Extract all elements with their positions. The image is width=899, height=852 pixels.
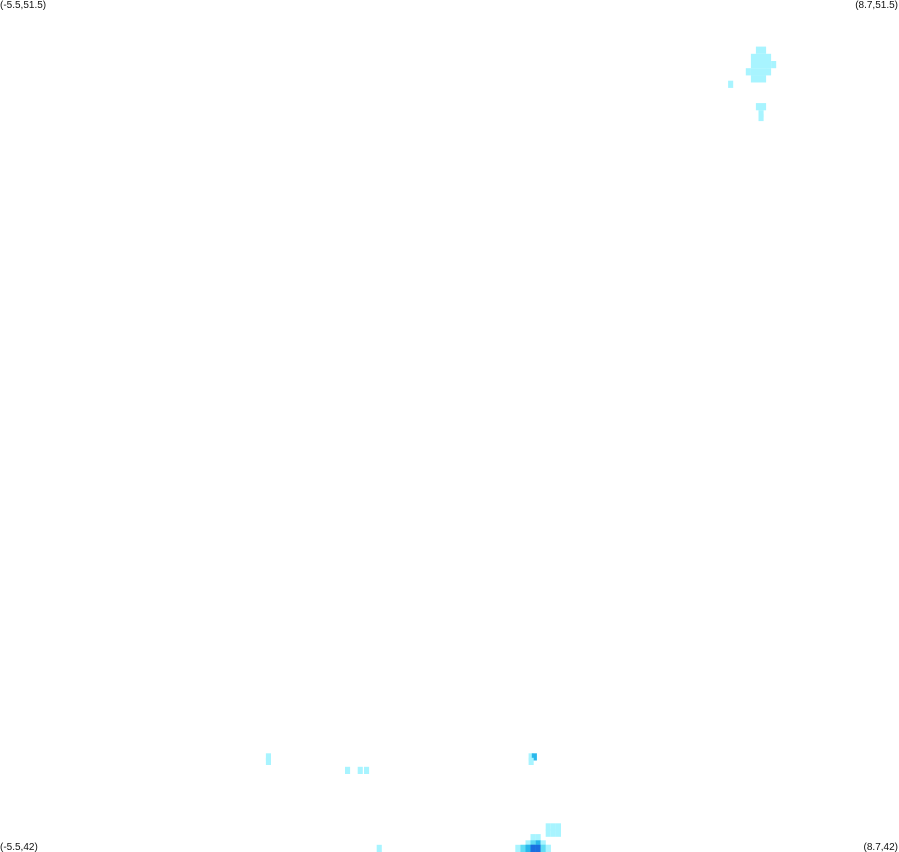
heat-cell [525,840,531,848]
heat-cell [530,844,536,852]
corner-label-bottom-left: (-5.5,42) [0,842,38,852]
heat-cell [550,829,556,837]
heat-cell [750,75,756,83]
heat-cell [528,753,534,761]
heat-cell [525,844,531,852]
heat-cell [265,757,271,765]
heat-cell [555,829,561,837]
heat-cell [535,844,541,852]
heat-cell [761,46,767,54]
heat-cell [750,61,756,69]
heat-cell [755,68,761,76]
heat-cell [535,840,541,848]
heat-cell [750,53,756,61]
heat-cell [530,840,536,848]
heat-cell [761,53,767,61]
heat-cell [755,103,761,111]
heat-cell [755,75,761,83]
heat-cell [761,75,767,83]
heat-cell [755,61,761,69]
heat-cell [540,840,546,848]
heat-cell [520,844,526,852]
heat-cell [545,829,551,837]
heat-cell [531,753,537,761]
heat-cell [555,823,561,831]
heat-cell [345,766,351,774]
heat-cell [540,844,546,852]
heat-cell [755,53,761,61]
heat-cell [771,61,777,69]
heat-cell [761,103,767,111]
heat-cell [766,53,772,61]
heat-cell [515,844,521,852]
heat-cell [364,766,370,774]
heat-cell [758,113,764,122]
heat-cell [766,68,772,76]
heat-cell [550,823,556,831]
heat-cell [755,46,761,54]
heat-cell [545,823,551,831]
heat-cell [265,753,271,761]
heat-cell [376,844,382,852]
heat-cell [745,68,751,76]
heat-cell [728,80,734,88]
heat-cell [766,61,772,69]
heat-cell [761,68,767,76]
corner-label-bottom-right: (8.7,42) [863,842,898,852]
heat-cell [528,757,534,765]
heat-cell [761,61,767,69]
heat-cell [545,844,551,852]
heat-cell [530,834,536,842]
heat-cell [357,766,363,774]
heat-cell [535,834,541,842]
heat-cell [750,68,756,76]
corner-label-top-right: (8.7,51.5) [855,0,898,11]
corner-label-top-left: (-5.5,51.5) [0,0,47,11]
